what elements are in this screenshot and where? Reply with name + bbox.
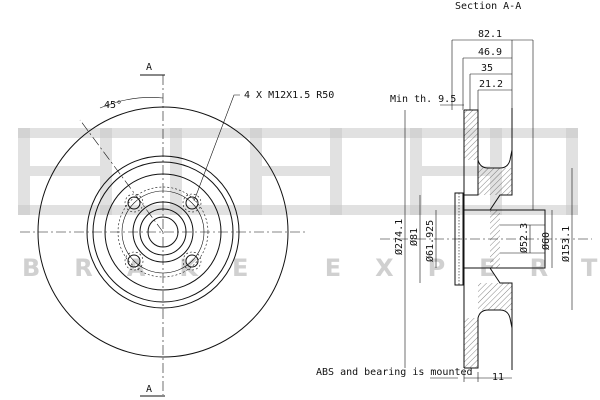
dim-82-1: 82.1: [478, 29, 502, 40]
bolt-hole: [185, 196, 199, 210]
dim-35: 35: [481, 63, 493, 74]
bolt-note: 4 X M12X1.5 R50: [244, 90, 334, 101]
bearing-outer: [132, 201, 194, 263]
dim-52-3: Ø52.3: [518, 223, 530, 253]
dim-60: Ø60: [540, 232, 552, 250]
dim-81: Ø81: [408, 228, 420, 246]
horizontal-dimensions: 82.1 46.9 35 21.2 Min th. 9.5 11 ABS and…: [316, 29, 534, 383]
section-marker-bottom: A: [146, 384, 152, 395]
dim-46-9: 46.9: [478, 47, 502, 58]
dim-61-925: Ø61.925: [424, 220, 436, 262]
disc-outer-edge: [37, 106, 289, 358]
dim-153-1: Ø153.1: [560, 226, 572, 262]
min-thickness: Min th. 9.5: [390, 94, 456, 105]
disc-inner-friction-edge: [86, 155, 240, 309]
abs-ring-inner: [121, 190, 205, 274]
angle-arc: [99, 97, 164, 109]
section-title: Section A-A: [455, 1, 521, 12]
section-marker-top: A: [146, 62, 152, 73]
abs-ring: [117, 186, 209, 278]
bearing-bore: [147, 216, 179, 248]
section-view: Section A-A 82.1 46.9: [316, 1, 592, 383]
angle-label: 45°: [104, 100, 122, 111]
bolt-hole: [127, 196, 141, 210]
hat-inner-edge: [104, 173, 222, 291]
bolt-hole: [185, 254, 199, 268]
dim-11: 11: [492, 372, 504, 383]
dim-274-1: Ø274.1: [393, 219, 405, 255]
abs-note: ABS and bearing is mounted: [316, 367, 473, 378]
bolt-note-leader: [193, 94, 240, 202]
bolt-hole: [127, 254, 141, 268]
dim-21-2: 21.2: [479, 79, 503, 90]
bolt-holes: [124, 193, 202, 271]
hat-outer-edge: [92, 161, 234, 303]
diameter-dimensions: Ø274.1 Ø81 Ø61.925 Ø52.3 Ø60 Ø153.1: [393, 110, 573, 368]
angle-construction-line: [79, 119, 164, 233]
bearing-middle: [139, 208, 187, 256]
disc-front-view: 45° 4 X M12X1.5 R50 A A: [20, 62, 334, 397]
